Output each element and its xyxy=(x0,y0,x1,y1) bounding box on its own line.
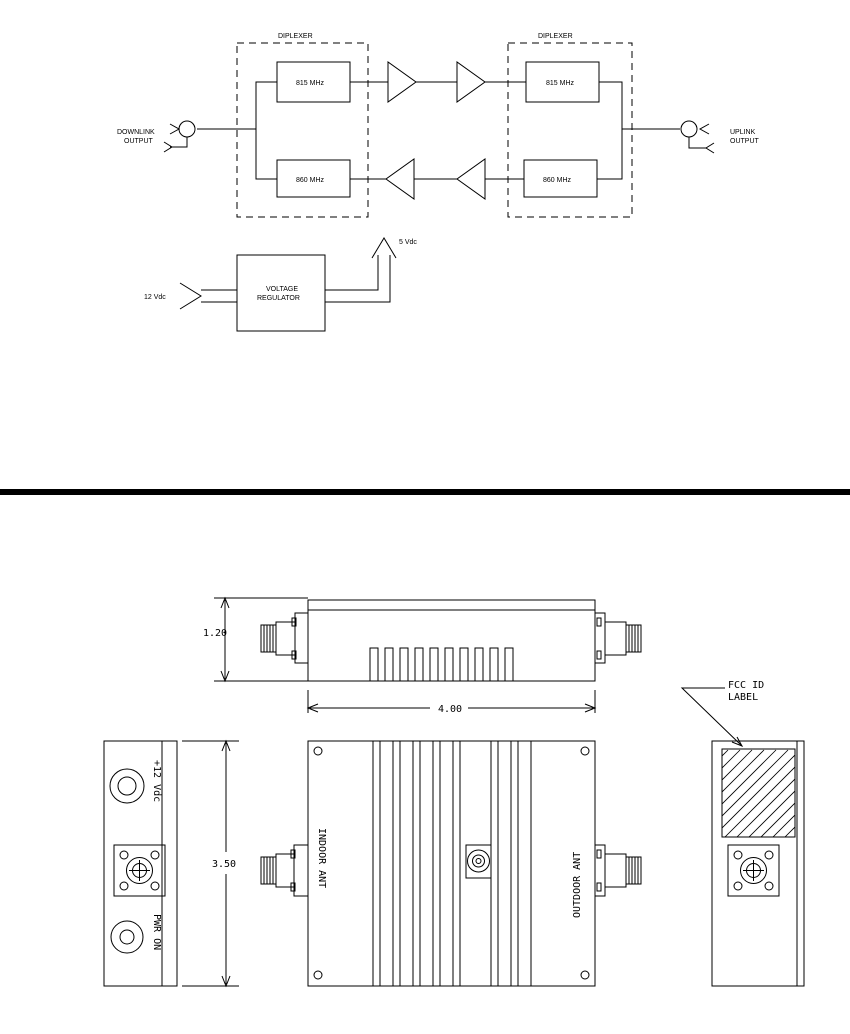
regulator-label-2: REGULATOR xyxy=(257,295,300,302)
input-power-lines xyxy=(201,290,237,302)
rear-n-connector-icon xyxy=(728,845,779,896)
indoor-ant-connector-icon[interactable] xyxy=(261,845,308,896)
amplifier-lower-1 xyxy=(386,159,414,199)
outdoor-ant-connector-icon[interactable] xyxy=(595,845,641,896)
amplifier-lower-2 xyxy=(457,159,485,199)
top-view: 1.20 4.00 xyxy=(203,598,641,715)
diplexer-left-label: DIPLEXER xyxy=(278,33,313,40)
diplexer-right-label: DIPLEXER xyxy=(538,33,573,40)
fcc-label-hatch xyxy=(628,750,850,850)
section-divider xyxy=(0,489,850,495)
amplifier-upper-1 xyxy=(388,62,416,102)
voltage-regulator-box xyxy=(237,255,325,331)
input-voltage-label: 12 Vdc xyxy=(144,294,166,301)
uplink-ground xyxy=(689,137,706,148)
plan-view: INDOOR ANT OUTDOOR ANT xyxy=(261,741,641,986)
top-left-connector-icon xyxy=(261,613,308,663)
power-on-label: PWR ON xyxy=(151,914,162,950)
screw-top-right-icon xyxy=(581,747,589,755)
downlink-label-2: OUTPUT xyxy=(124,138,154,145)
downlink-connector-icon xyxy=(179,121,195,137)
output-voltage-label: 5 Vdc xyxy=(399,239,417,246)
input-arrow-icon xyxy=(180,283,201,309)
screw-bottom-right-icon xyxy=(581,971,589,979)
indoor-ant-label: INDOOR ANT xyxy=(316,828,327,888)
left-diplexer-branch xyxy=(256,82,277,179)
screw-bottom-left-icon xyxy=(314,971,322,979)
uplink-arrow-icon xyxy=(700,124,709,134)
front-panel: +12 Vdc PWR ON 3.50 xyxy=(104,741,239,986)
uplink-connector-icon xyxy=(681,121,697,137)
depth-dimension: 3.50 xyxy=(212,859,236,870)
center-adjust-icon[interactable] xyxy=(466,845,491,878)
regulator-label-1: VOLTAGE xyxy=(266,286,298,293)
right-diplexer-branch xyxy=(597,82,622,179)
uplink-ground-arrow-icon xyxy=(706,143,714,153)
screw-top-left-icon xyxy=(314,747,322,755)
rear-panel: FCC ID LABEL xyxy=(628,680,850,986)
output-power-lines xyxy=(325,255,390,302)
block-diagram: DIPLEXER 815 MHz 860 MHz DIPLEXER 815 MH… xyxy=(117,33,760,331)
height-dimension: 1.20 xyxy=(203,628,227,639)
downlink-label-1: DOWNLINK xyxy=(117,129,155,136)
filter-upper-right-label: 815 MHz xyxy=(546,80,575,87)
power-switch-icon[interactable] xyxy=(111,921,143,953)
heatsink-fins xyxy=(370,648,513,681)
power-jack-icon xyxy=(110,769,144,803)
diplexer-left-box xyxy=(237,43,368,217)
filter-lower-left-label: 860 MHz xyxy=(296,177,325,184)
width-dimension: 4.00 xyxy=(438,704,462,715)
rear-panel-outline xyxy=(712,741,804,986)
uplink-label-1: UPLINK xyxy=(730,129,756,136)
enclosure-side xyxy=(308,600,595,681)
fcc-label-1: FCC ID xyxy=(728,680,764,691)
power-label: +12 Vdc xyxy=(151,760,162,802)
top-right-connector-icon xyxy=(595,613,641,663)
front-n-connector-icon xyxy=(114,845,165,896)
enclosure-plan xyxy=(308,741,595,986)
output-arrow-icon xyxy=(372,238,396,258)
diplexer-right-box xyxy=(508,43,632,217)
amplifier-upper-2 xyxy=(457,62,485,102)
uplink-label-2: OUTPUT xyxy=(730,138,760,145)
outdoor-ant-label: OUTDOOR ANT xyxy=(572,852,583,918)
downlink-arrow-icon xyxy=(170,124,179,134)
filter-upper-left-label: 815 MHz xyxy=(296,80,325,87)
heatsink-fin-lines xyxy=(373,741,531,986)
downlink-ground xyxy=(170,137,187,147)
fcc-label-2: LABEL xyxy=(728,692,758,703)
filter-lower-right-label: 860 MHz xyxy=(543,177,572,184)
